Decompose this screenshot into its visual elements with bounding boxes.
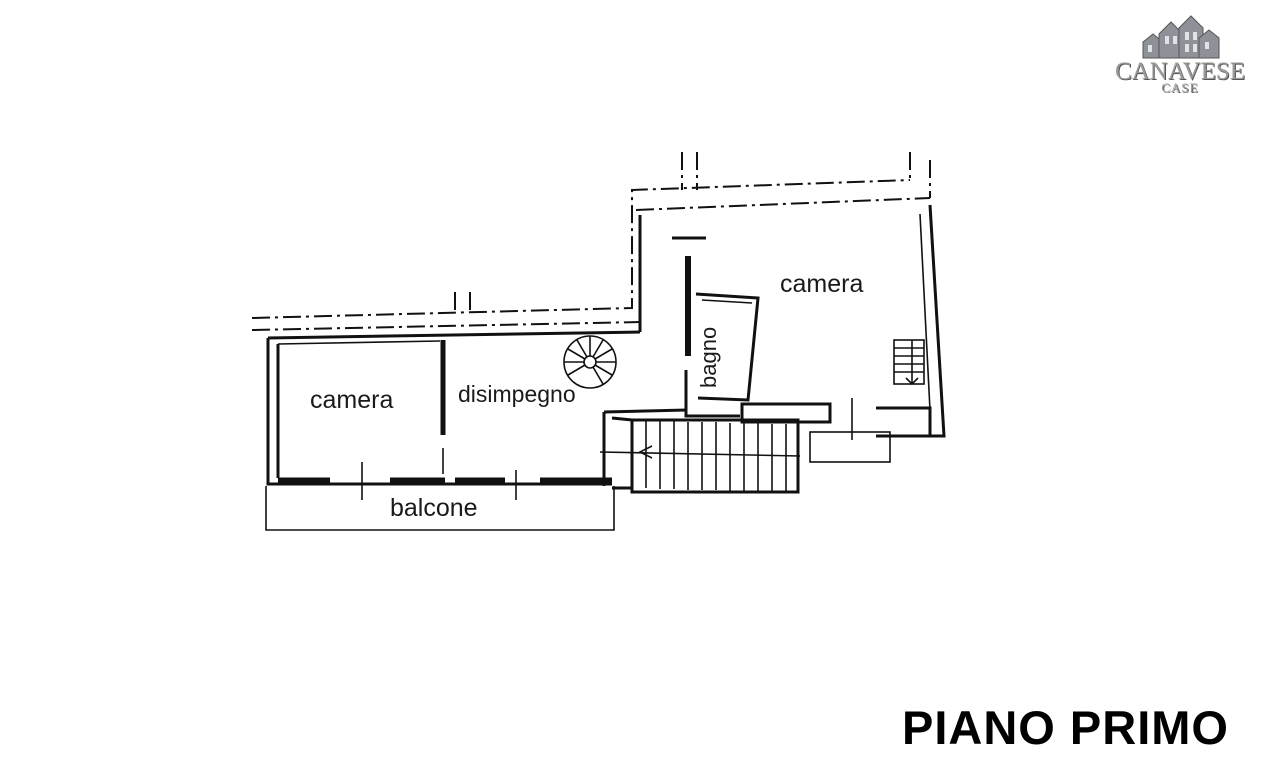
boundary-left-2 xyxy=(251,321,641,331)
small-stair xyxy=(893,339,925,386)
houses-logo-icon xyxy=(1142,15,1220,59)
floor-title: PIANO PRIMO xyxy=(902,701,1229,754)
right-wing-bottom-wall xyxy=(740,402,832,424)
room-label-bagno: bagno xyxy=(696,327,721,388)
right-wing-inner-right-wall xyxy=(919,213,931,411)
left-wing-outer-wall xyxy=(266,338,612,486)
landing-wall xyxy=(603,408,740,418)
room-label-camera-left: camera xyxy=(310,386,393,414)
spiral-staircase xyxy=(563,335,617,389)
logo-wordmark: CANAVESE xyxy=(1114,58,1246,85)
room-label-disimpegno: disimpegno xyxy=(458,381,576,407)
room-label-balcone: balcone xyxy=(390,494,478,522)
logo-subtitle: CASE xyxy=(1161,80,1199,95)
property-boundary-left xyxy=(251,179,911,319)
left-wing-top-inner xyxy=(277,340,441,345)
room-label-camera-right: camera xyxy=(780,270,863,298)
front-windows xyxy=(278,462,612,500)
balcony-outline xyxy=(265,486,615,531)
bathroom-walls xyxy=(695,292,760,402)
canavese-case-logo: CANAVESE CASE xyxy=(1105,12,1255,102)
left-wing-top-wall xyxy=(267,330,641,340)
main-staircase xyxy=(599,416,801,494)
property-boundary-top xyxy=(635,197,931,211)
external-block xyxy=(809,431,891,463)
right-wing-outer-right-wall xyxy=(876,204,946,438)
right-wing-bottom-right xyxy=(876,406,932,436)
bathroom-inner-wall xyxy=(701,299,753,304)
